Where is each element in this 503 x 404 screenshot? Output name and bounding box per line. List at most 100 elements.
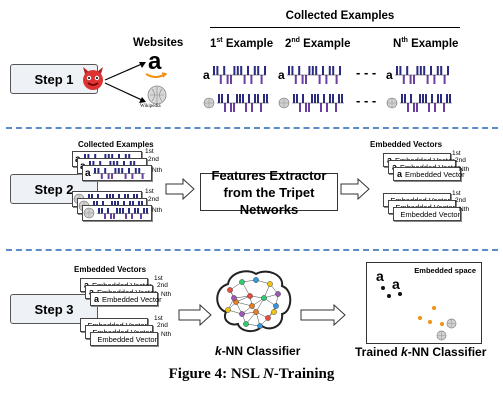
wikipedia-logo-icon — [147, 85, 167, 105]
knn-suffix: -NN Classifier — [221, 344, 301, 358]
brain-node — [273, 303, 279, 309]
step2-arrow-left — [165, 178, 195, 200]
wikipedia-point — [436, 328, 447, 346]
ordinal-label: 1st — [154, 315, 163, 322]
trace-wikipedia-2 — [278, 94, 344, 112]
step3-embedded-label: Embedded Vectors — [74, 265, 147, 274]
brain-node — [225, 307, 231, 313]
devil-arrows — [104, 62, 146, 103]
brain-network-icon — [216, 270, 292, 332]
traffic-bars — [217, 94, 269, 112]
orange-point — [428, 320, 432, 324]
ellipsis-amazon: - - - — [356, 65, 377, 80]
ordinal-label: 2nd — [148, 156, 159, 163]
vector-text: Embedded Vector — [400, 209, 460, 219]
amazon-mini-icon: a — [386, 68, 393, 82]
ordinal-label: 2nd — [148, 196, 159, 203]
step2-collected-label: Collected Examples — [78, 140, 154, 149]
extractor-line-1: Features Extractor — [211, 167, 327, 183]
example-2-sup: nd — [291, 37, 300, 44]
example-1-n: 1 — [210, 37, 217, 50]
amazon-point-icon: a — [376, 268, 384, 284]
vector-text: Embedded Vector — [405, 169, 465, 179]
features-extractor-box: Features Extractor from the Tripet Netwo… — [200, 168, 338, 217]
ordinal-label: Nth — [152, 207, 163, 214]
wikipedia-mini-icon — [436, 330, 447, 341]
traffic-bars — [286, 66, 341, 84]
knn-classifier-label: k-NN Classifier — [215, 344, 300, 358]
brain-node — [231, 295, 237, 301]
brain-node — [227, 287, 233, 293]
example-1-sup: st — [216, 37, 223, 44]
caption-prefix: Figure 4: NSL — [168, 366, 263, 382]
extractor-line-2: from the Tripet Networks — [223, 184, 315, 217]
brain-node — [239, 279, 245, 285]
embedded-space-label: Embedded space — [414, 266, 476, 275]
black-point — [387, 294, 391, 298]
brain-node — [267, 281, 273, 287]
step2-arrow-right — [340, 178, 370, 200]
black-point — [381, 286, 385, 290]
orange-point — [440, 322, 444, 326]
brain-node — [243, 321, 249, 327]
trace-wikipedia-1 — [203, 94, 269, 112]
brain-node — [271, 309, 277, 315]
ellipsis-wikipedia: - - - — [356, 93, 377, 108]
amazon-smile-icon — [145, 72, 167, 78]
vector-text: Embedded Vector — [102, 294, 162, 304]
figure-caption: Figure 4: NSL N-Training — [0, 366, 503, 383]
caption-italic: N — [262, 366, 274, 382]
black-point — [398, 292, 402, 296]
traffic-bars — [400, 94, 452, 112]
example-n-rest: Example — [407, 37, 459, 50]
ordinal-label: Nth — [152, 167, 163, 174]
amazon-mini-icon: a — [397, 169, 403, 179]
ordinal-label: Nth — [459, 206, 470, 213]
orange-point — [418, 316, 422, 320]
brain-node — [253, 277, 259, 283]
amazon-mini-icon: a — [278, 68, 285, 82]
ordinal-label: 2nd — [455, 197, 466, 204]
example-1-rest: Example — [222, 37, 274, 50]
wikipedia-mini-icon — [386, 97, 398, 109]
vector-text: Embedded Vector — [97, 334, 157, 344]
brain-node — [275, 291, 281, 297]
ordinal-label: 2nd — [157, 282, 168, 289]
ordinal-label: 2nd — [455, 157, 466, 164]
example-card — [82, 205, 152, 221]
brain-node — [253, 309, 259, 315]
ordinal-label: Nth — [161, 291, 172, 298]
trace-amazon-3: a — [386, 66, 449, 84]
wikipedia-mini-icon — [446, 318, 457, 329]
ordinal-label: Nth — [459, 166, 470, 173]
traffic-bars — [292, 94, 344, 112]
embedded-vector-card: Embedded Vector — [393, 207, 461, 221]
collected-header-underline — [210, 27, 460, 28]
example-label-2: 2nd Example — [285, 37, 350, 50]
knn-k: k — [215, 344, 222, 358]
step2-embedded-label: Embedded Vectors — [370, 140, 443, 149]
separator-2 — [6, 249, 498, 251]
traffic-bars — [394, 66, 449, 84]
traffic-bars — [211, 66, 266, 84]
ordinal-label: 1st — [452, 150, 461, 157]
collected-examples-header: Collected Examples — [285, 10, 395, 22]
example-label-1: 1st Example — [210, 37, 273, 50]
orange-point — [432, 306, 436, 310]
brain-node — [239, 311, 245, 317]
amazon-point-icon: a — [392, 276, 400, 292]
amazon-mini-icon: a — [94, 294, 100, 304]
step3-arrow-left — [178, 304, 212, 326]
brain-node — [265, 315, 271, 321]
trained-knn-label: Trained k-NN Classifier — [355, 345, 486, 359]
websites-label: Websites — [133, 37, 184, 49]
trace-amazon-1: a — [203, 66, 266, 84]
example-n-sup: th — [401, 37, 408, 44]
amazon-mini-icon: a — [85, 167, 91, 179]
trained-prefix: Trained — [355, 345, 402, 359]
brain-node — [257, 323, 263, 329]
traffic-bars — [97, 207, 149, 219]
amazon-mini-icon: a — [203, 68, 210, 82]
